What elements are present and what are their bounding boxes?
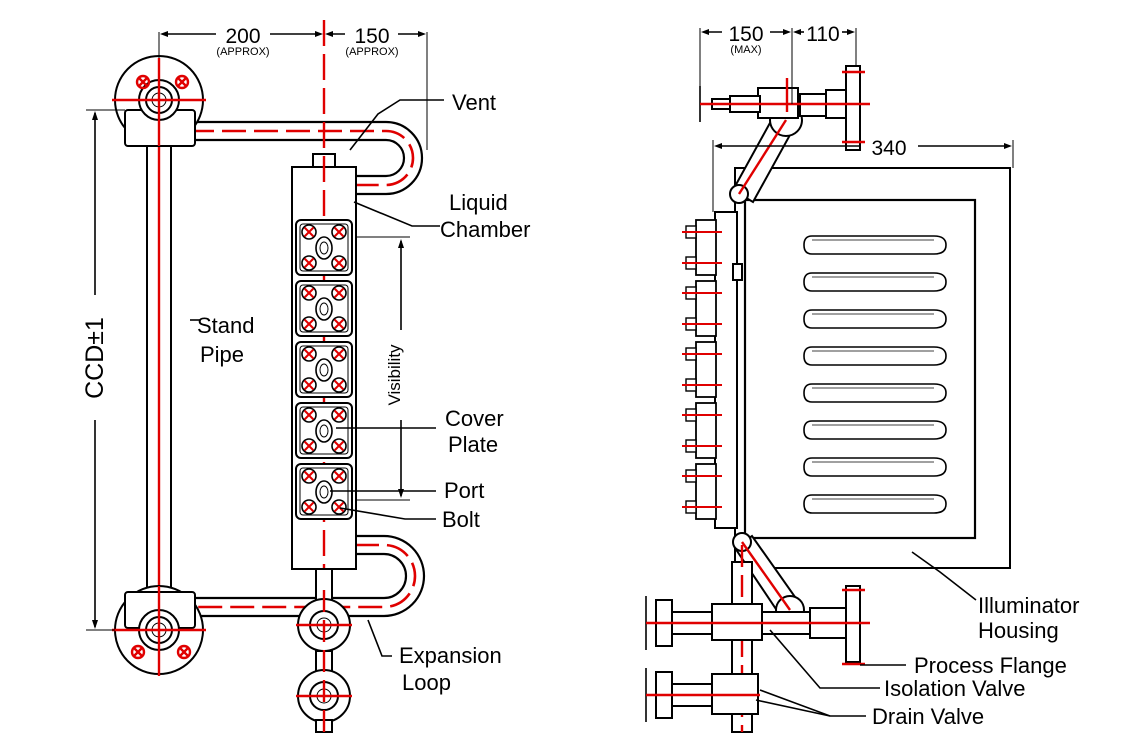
cover-plate [295,280,353,337]
louver-slot [803,494,947,514]
top-connecting-pipe [190,120,424,196]
cover-plate [295,219,353,276]
label-liquid-chamber-2: Chamber [440,217,530,242]
side-cover [682,402,722,459]
louvers [803,235,947,514]
stand-pipe [146,131,172,603]
dimension-340 [712,140,1014,212]
top-isolation-valve [699,65,870,151]
dim-150-max: 150 [728,23,763,46]
chamber-side [682,211,743,529]
louver-slot [803,420,947,440]
port [315,236,333,260]
port [315,297,333,321]
cover-plate [295,402,353,459]
visibility-label: Visibility [385,344,404,406]
label-cover-plate-2: Plate [448,432,498,457]
bottom-diagonal-pipe [732,532,805,625]
louver-slot [803,346,947,366]
label-vent: Vent [452,90,496,115]
drain-valve [645,668,760,722]
dim-150: 150 [354,25,389,48]
side-cover [682,341,722,398]
label-expansion-loop-1: Expansion [399,643,502,668]
dim-200-note: (APPROX) [216,46,269,58]
label-liquid-chamber-1: Liquid [449,190,508,215]
label-illuminator-housing-2: Housing [978,618,1059,643]
dimension-right-top [699,28,857,104]
dim-110: 110 [806,23,839,46]
label-stand-pipe-1: Stand [197,313,255,338]
illuminator-housing [734,167,1011,569]
dim-200: 200 [225,25,260,48]
label-expansion-loop-2: Loop [402,670,451,695]
side-cover [682,463,722,520]
label-isolation-valve: Isolation Valve [884,676,1025,701]
dimension-ccd [86,109,125,631]
side-cover [682,280,722,337]
side-bolts [682,219,722,520]
cover-plates [295,219,353,520]
bottom-flange [112,585,206,676]
dim-150-max-note: (MAX) [730,44,761,56]
cover-plate [295,463,353,520]
label-process-flange: Process Flange [914,653,1067,678]
port [315,358,333,382]
louver-slot [803,457,947,477]
isolation-valve [645,585,870,666]
dim-ccd: CCD±1 [81,317,109,399]
left-view: 200 (APPROX) 150 (APPROX) CCD±1 Visibili… [81,20,530,733]
louver-slot [803,309,947,329]
label-drain-valve: Drain Valve [872,704,984,729]
top-diagonal-pipe [729,103,803,204]
louver-slot [803,383,947,403]
louver-slot [803,272,947,292]
top-flange [112,55,206,147]
dimension-top [158,31,428,150]
label-bolt: Bolt [442,507,480,532]
cover-plate [295,341,353,398]
expansion-loop [190,534,426,618]
port [315,480,333,504]
dim-340: 340 [871,137,906,160]
side-cover [682,219,722,276]
right-view: 150 (MAX) 110 340 Illuminator Housing Pr… [645,23,1079,733]
port [315,419,333,443]
label-cover-plate-1: Cover [445,406,504,431]
right-leaders [755,551,977,717]
label-port: Port [444,478,484,503]
label-illuminator-housing-1: Illuminator [978,593,1079,618]
label-stand-pipe-2: Pipe [200,342,244,367]
dim-150-note: (APPROX) [345,46,398,58]
left-leaders [190,99,444,657]
louver-slot [803,235,947,255]
